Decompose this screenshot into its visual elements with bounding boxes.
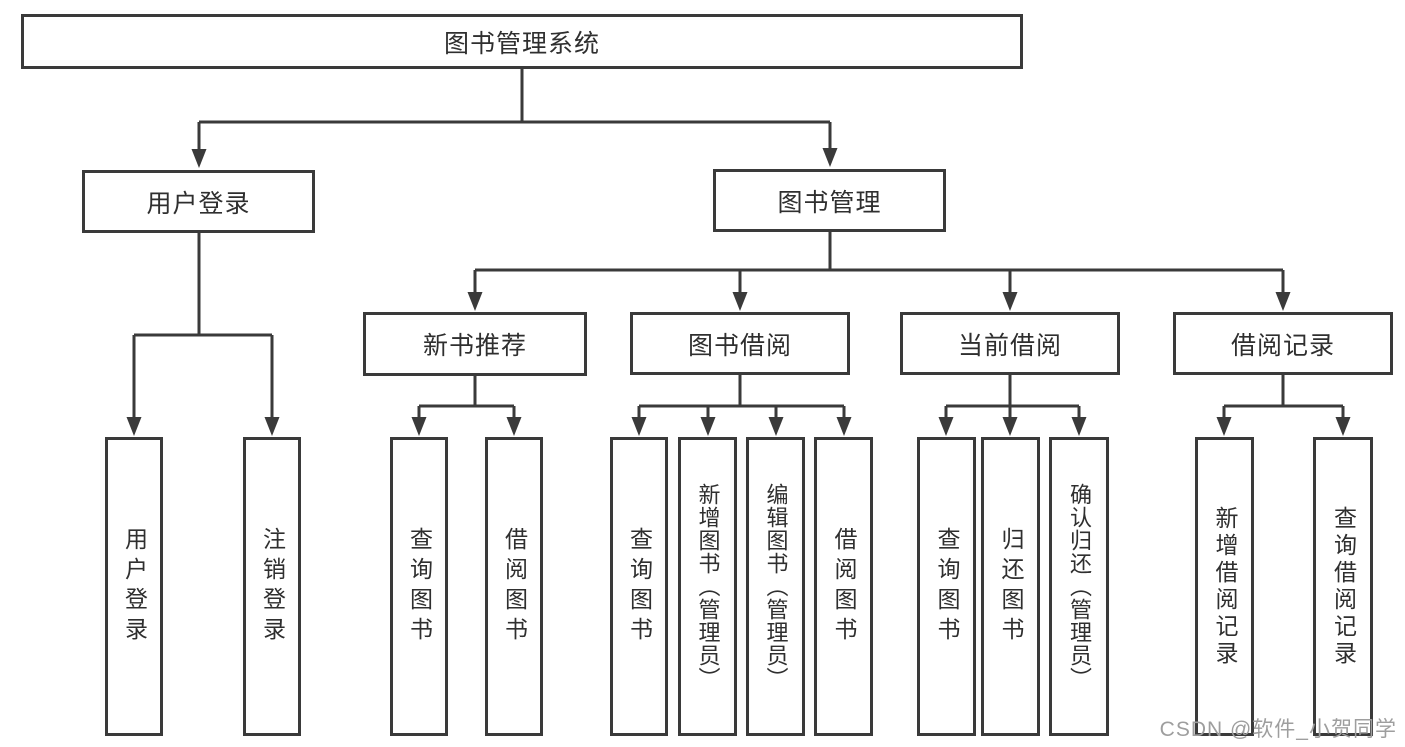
leaf-logout-label: 注销登录 — [259, 526, 286, 647]
node-user-login: 用户登录 — [82, 170, 315, 233]
leaf-borrow-books: 借阅图书 — [814, 437, 873, 736]
node-new-book-recommend-label: 新书推荐 — [422, 332, 527, 360]
leaf-add-borrow-record-label: 新增借阅记录 — [1212, 505, 1238, 668]
leaf-recommend-borrow-books: 借阅图书 — [485, 437, 543, 736]
node-borrowing-records-label: 借阅记录 — [1230, 331, 1335, 360]
leaf-borrow-books-label: 借阅图书 — [831, 526, 857, 647]
leaf-query-borrow-record-label: 查询借阅记录 — [1330, 505, 1357, 668]
leaf-user-login-label: 用户登录 — [121, 526, 148, 647]
node-new-book-recommend: 新书推荐 — [363, 312, 587, 376]
node-user-login-label: 用户登录 — [146, 189, 251, 218]
leaf-recommend-query-books: 查询图书 — [390, 437, 448, 736]
leaf-add-books-admin: 新增图书（管理员） — [678, 437, 737, 736]
leaf-current-query-books: 查询图书 — [917, 437, 976, 736]
node-borrowing-records: 借阅记录 — [1173, 312, 1393, 375]
leaf-add-borrow-record: 新增借阅记录 — [1195, 437, 1254, 736]
node-book-borrowing: 图书借阅 — [630, 312, 850, 375]
leaf-query-borrow-record: 查询借阅记录 — [1313, 437, 1373, 736]
node-root: 图书管理系统 — [21, 14, 1023, 69]
leaf-recommend-query-books-label: 查询图书 — [406, 526, 433, 647]
node-current-borrowing-label: 当前借阅 — [957, 331, 1062, 360]
node-current-borrowing: 当前借阅 — [900, 312, 1120, 375]
leaf-return-books: 归还图书 — [981, 437, 1040, 736]
node-book-management-label: 图书管理 — [777, 188, 882, 217]
leaf-logout: 注销登录 — [243, 437, 301, 736]
leaf-recommend-borrow-books-label: 借阅图书 — [501, 526, 528, 647]
leaf-edit-books-admin-label: 编辑图书（管理员） — [763, 483, 789, 690]
leaf-return-books-label: 归还图书 — [998, 526, 1024, 647]
leaf-confirm-return-admin-label: 确认归还（管理员） — [1067, 483, 1092, 690]
node-root-label: 图书管理系统 — [443, 29, 600, 58]
leaf-edit-books-admin: 编辑图书（管理员） — [746, 437, 805, 736]
leaf-confirm-return-admin: 确认归还（管理员） — [1049, 437, 1109, 736]
node-book-borrowing-label: 图书借阅 — [687, 331, 792, 360]
leaf-borrow-query-books: 查询图书 — [610, 437, 668, 736]
leaf-borrow-query-books-label: 查询图书 — [626, 526, 653, 647]
leaf-user-login: 用户登录 — [105, 437, 163, 736]
leaf-current-query-books-label: 查询图书 — [934, 526, 960, 647]
node-book-management: 图书管理 — [713, 169, 946, 232]
leaf-add-books-admin-label: 新增图书（管理员） — [695, 483, 721, 690]
csdn-watermark: CSDN @软件_小贺同学 — [1159, 718, 1397, 741]
